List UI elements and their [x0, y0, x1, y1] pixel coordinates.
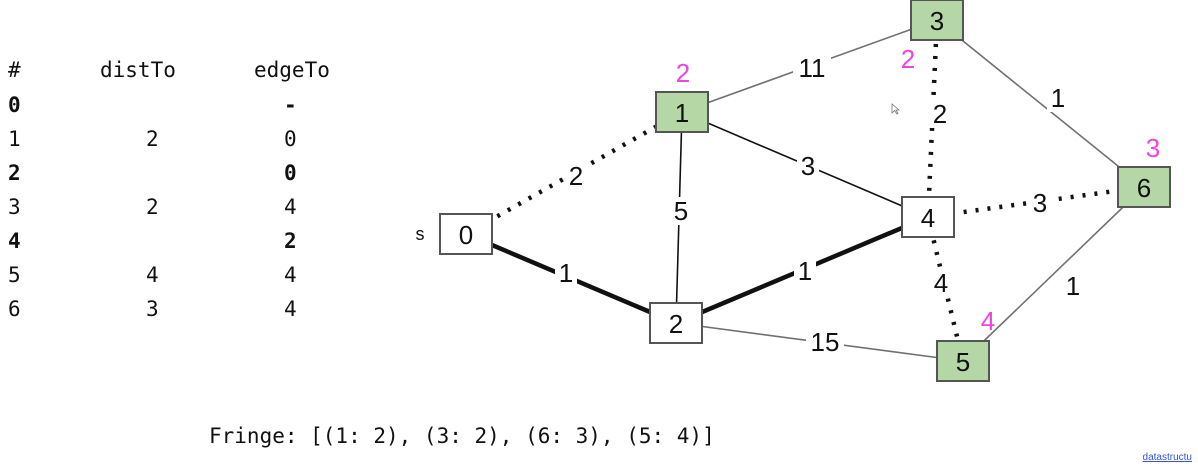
dist-cell: 2 [146, 195, 159, 219]
vertex-cell: 6 [8, 297, 21, 321]
node-4-label: 4 [921, 203, 935, 233]
node-4-box[interactable] [901, 196, 955, 238]
node-0-label: 0 [459, 220, 473, 250]
edge-label-bg [930, 269, 952, 297]
edge-cell: 0 [284, 127, 297, 151]
dist-cell: 3 [146, 297, 159, 321]
node-5-box[interactable] [936, 340, 990, 382]
edge-cell: 4 [284, 263, 297, 287]
edge-weight-label: 1 [559, 258, 573, 288]
edge-label-bg [670, 197, 692, 225]
node-5-priority: 4 [981, 306, 995, 336]
edge-cell: 0 [284, 161, 297, 185]
source-link[interactable]: datastructu [1142, 452, 1192, 463]
edge-weight-label: 15 [811, 327, 840, 357]
vertex-cell: 2 [8, 161, 21, 185]
edge-weight-label: 3 [801, 151, 815, 181]
header-cell: edgeTo [254, 58, 330, 82]
vertex-cell: 4 [8, 229, 21, 253]
edge-label-bg [565, 162, 587, 190]
edge-weight-label: 1 [1066, 271, 1080, 301]
edge-label-bg [929, 100, 951, 128]
vertex-cell: 0 [8, 93, 21, 117]
edge-3-6 [936, 19, 1145, 188]
node-3-box[interactable] [910, 0, 964, 41]
header-cell: # [8, 58, 21, 82]
edge-cell: 4 [284, 195, 297, 219]
edge-weight-label: 5 [674, 196, 688, 226]
edge-label-bg [797, 152, 819, 180]
edge-weight-label: 2 [569, 161, 583, 191]
edge-label-bg [793, 54, 831, 82]
node-0-box[interactable] [439, 213, 493, 255]
vertex-cell: 1 [8, 127, 21, 151]
header-cell: distTo [100, 58, 176, 82]
node-1-label: 1 [675, 98, 689, 128]
fringe-text: Fringe: [(1: 2), (3: 2), (6: 3), (5: 4)] [209, 424, 715, 448]
dist-cell: 2 [146, 127, 159, 151]
edge-label-bg [1062, 272, 1084, 300]
edge-label-bg [1047, 84, 1069, 112]
vertex-cell: 3 [8, 195, 21, 219]
node-1-priority: 2 [676, 58, 690, 88]
node-6-box[interactable] [1117, 166, 1171, 208]
edge-label-bg [555, 259, 577, 287]
node-2-label: 2 [669, 309, 683, 339]
edge-label-bg [794, 257, 816, 285]
source-label: s [416, 224, 425, 244]
vertex-cell: 5 [8, 263, 21, 287]
edge-weight-label: 3 [1033, 188, 1047, 218]
node-6-label: 6 [1137, 173, 1151, 203]
edge-label-bg [1029, 189, 1051, 217]
edge-label-bg [806, 328, 844, 356]
edge-cell: 2 [284, 229, 297, 253]
edge-weight-label: 4 [934, 268, 948, 298]
edge-0-1 [464, 110, 684, 236]
edge-cell: 4 [284, 297, 297, 321]
node-3-priority: 2 [901, 44, 915, 74]
edge-cell: - [284, 93, 297, 117]
cursor-icon [891, 103, 901, 115]
edge-weight-label: 1 [798, 256, 812, 286]
node-2-box[interactable] [649, 302, 703, 344]
node-5-label: 5 [956, 347, 970, 377]
edge-weight-label: 11 [799, 53, 826, 83]
edge-5-6 [962, 186, 1145, 362]
node-1-box[interactable] [655, 91, 709, 133]
edge-weight-label: 2 [933, 99, 947, 129]
dist-cell: 4 [146, 263, 159, 287]
node-6-priority: 3 [1146, 133, 1160, 163]
edge-weight-label: 1 [1051, 83, 1065, 113]
node-3-label: 3 [930, 6, 944, 36]
